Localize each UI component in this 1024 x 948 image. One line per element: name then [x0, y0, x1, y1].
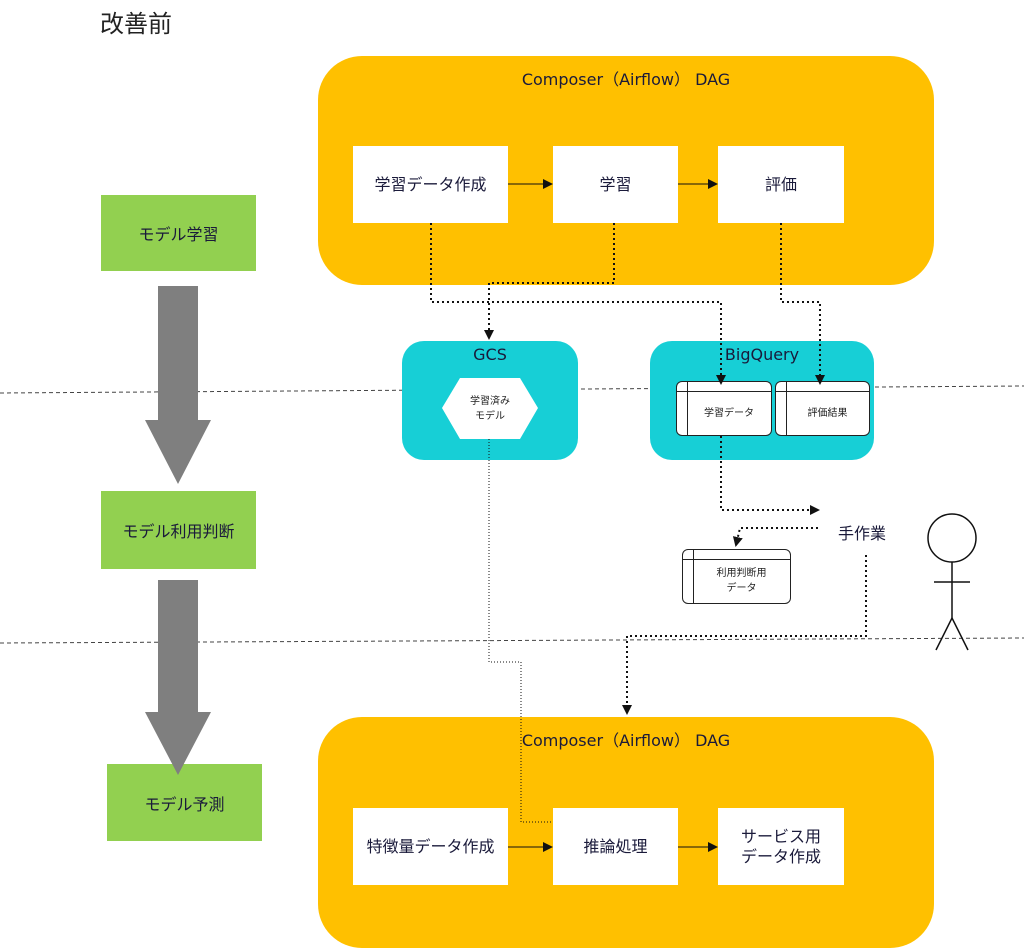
page-title: 改善前 [100, 10, 172, 38]
connector-manual-to-decision [732, 527, 818, 547]
stage-arrow-2 [145, 580, 211, 775]
table-eval-results-label: 評価結果 [807, 407, 848, 419]
step-inference-label: 推論処理 [583, 836, 648, 856]
table-eval-results: 評価結果 [775, 381, 870, 436]
dag-training-title: Composer（Airflow） DAG [521, 70, 731, 89]
table-training-data: 学習データ [676, 381, 772, 436]
dag-prediction-title: Composer（Airflow） DAG [521, 731, 731, 750]
stage-decision-label: モデル利用判断 [122, 522, 235, 541]
step-train: 学習 [553, 146, 678, 223]
separator-line-2 [0, 637, 1024, 644]
step-create-training-data: 学習データ作成 [353, 146, 508, 223]
step-create-training-data-label: 学習データ作成 [374, 174, 487, 194]
stage-prediction-label: モデル予測 [144, 794, 225, 814]
step-create-features: 特徴量データ作成 [353, 808, 508, 885]
step-service-data: サービス用 データ作成 [718, 808, 844, 885]
step-service-data-label: サービス用 データ作成 [740, 826, 821, 866]
step-inference: 推論処理 [553, 808, 678, 885]
step-evaluate-label: 評価 [764, 174, 797, 194]
bigquery-title: BigQuery [724, 345, 800, 364]
manual-work-label: 手作業 [838, 524, 887, 543]
step-evaluate: 評価 [718, 146, 844, 223]
trained-model-label: 学習済み モデル [470, 396, 510, 422]
table-decision-data-label: 利用判断用 データ [716, 568, 767, 594]
stage-training-label: モデル学習 [138, 225, 219, 244]
stage-decision: モデル利用判断 [101, 491, 256, 569]
stage-prediction: モデル予測 [107, 764, 262, 841]
step-train-label: 学習 [599, 174, 632, 194]
stage-training: モデル学習 [101, 195, 256, 271]
stage-arrow-1 [145, 286, 211, 484]
gcs-title: GCS [473, 345, 507, 364]
table-decision-data: 利用判断用 データ [682, 549, 791, 604]
table-training-data-label: 学習データ [704, 407, 754, 419]
step-create-features-label: 特徴量データ作成 [366, 836, 495, 856]
